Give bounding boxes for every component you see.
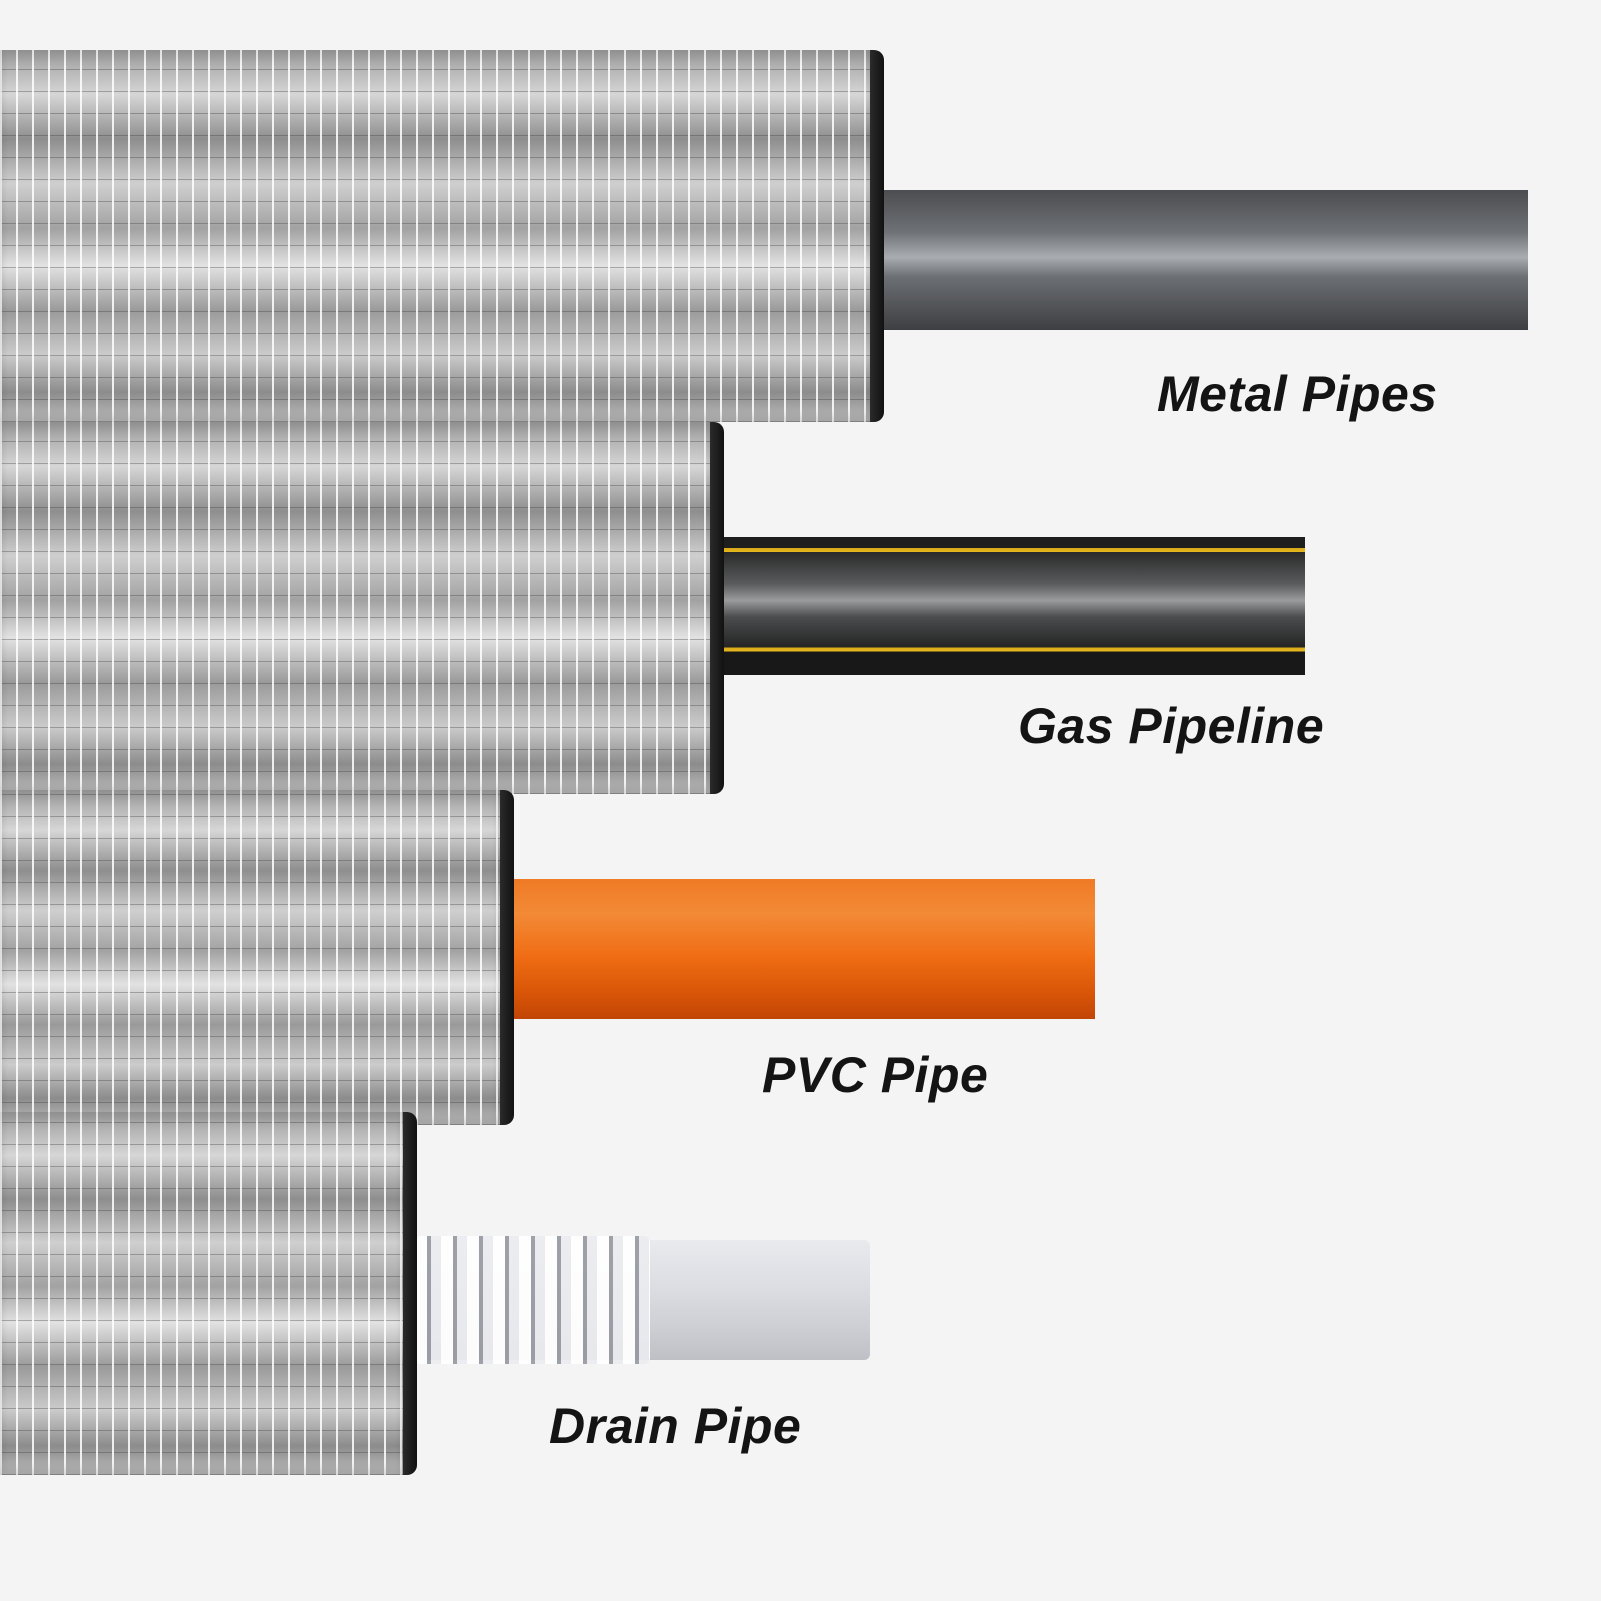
gas-pipeline [720, 537, 1305, 675]
foil-insulation-sleeve-1 [0, 50, 884, 422]
foil-insulation-sleeve-3 [0, 790, 514, 1125]
drain-pipe [415, 1236, 870, 1364]
label-drain-pipe: Drain Pipe [549, 1398, 802, 1454]
foil-insulation-sleeve-4 [0, 1112, 417, 1475]
pvc-pipe [512, 879, 1095, 1019]
label-pvc-pipe: PVC Pipe [762, 1047, 989, 1103]
metal-pipe [880, 190, 1528, 330]
label-gas-pipeline: Gas Pipeline [1018, 698, 1325, 754]
foil-insulation-sleeve-2 [0, 422, 724, 794]
label-metal-pipes: Metal Pipes [1157, 366, 1438, 422]
drain-pipe-corrugation [415, 1236, 650, 1364]
